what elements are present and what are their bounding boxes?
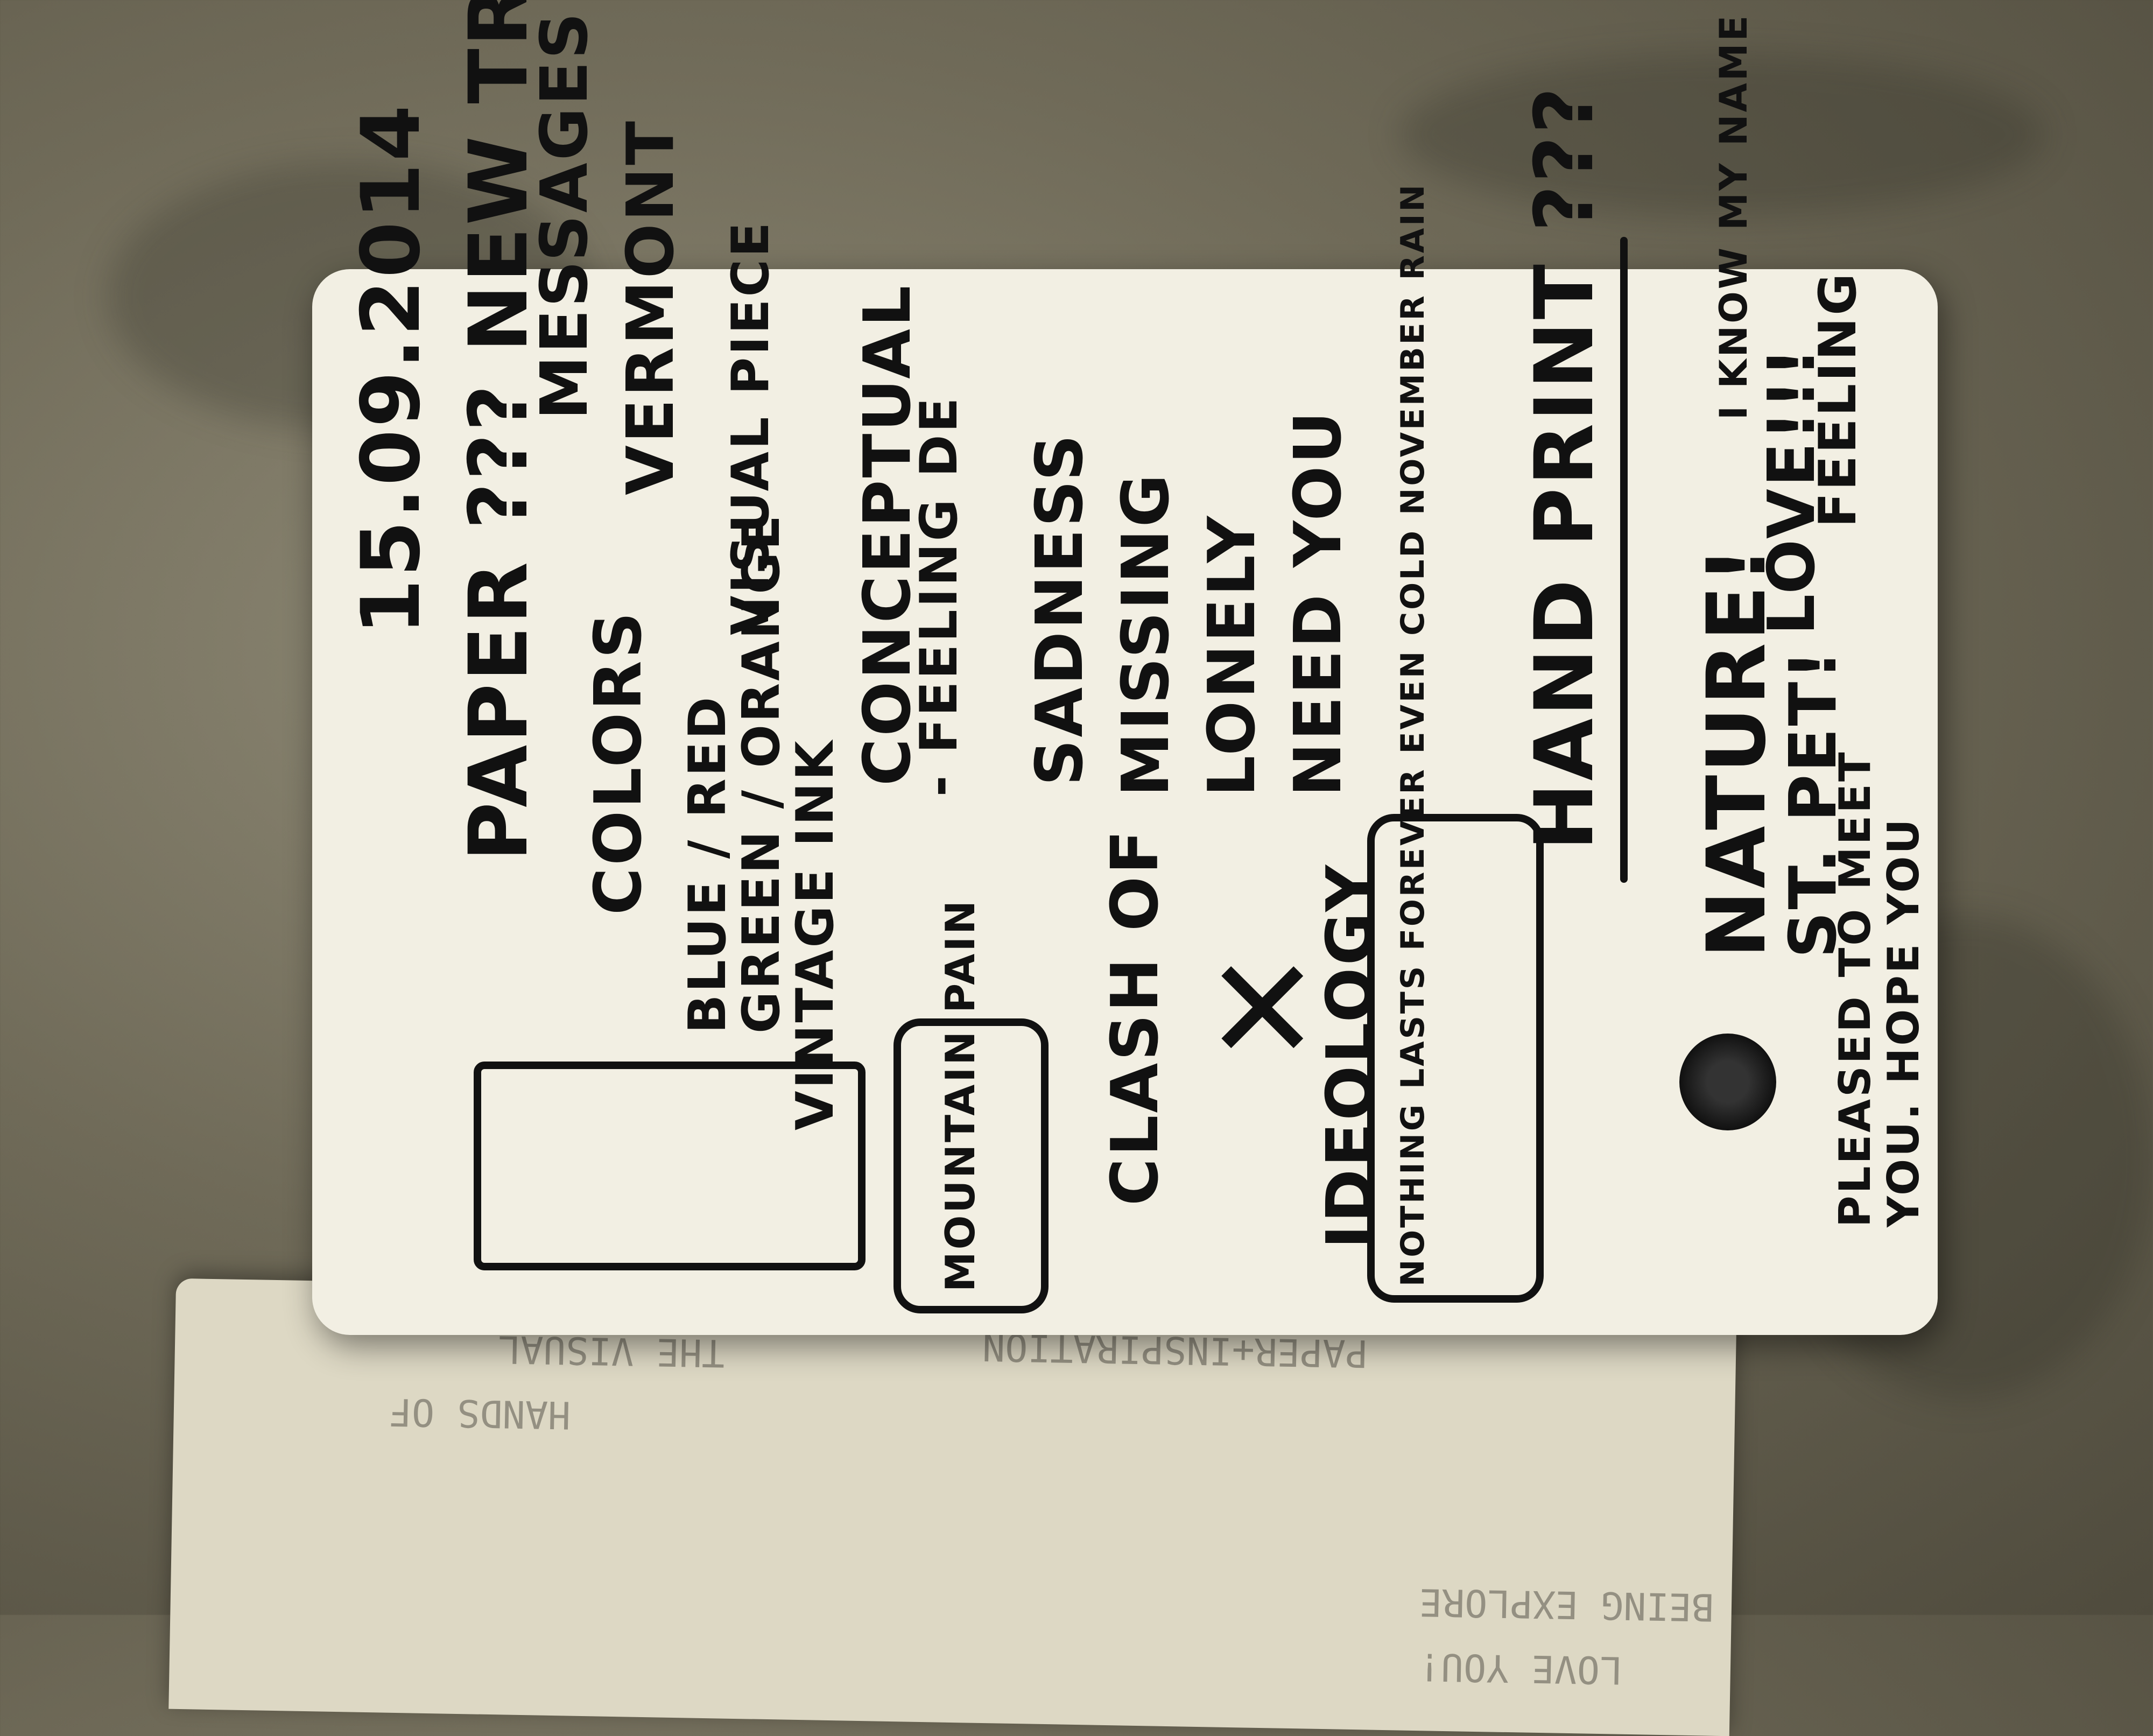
vermont-label: VERMONT bbox=[614, 119, 688, 495]
nothing-lasts: NOTHING LASTS FOREVER EVEN COLD NOVEMBER… bbox=[1394, 182, 1432, 1287]
facing-line: BEING EXPLORE bbox=[1419, 1580, 1715, 1629]
signoff: I KNOW MY NAME bbox=[1712, 13, 1756, 420]
date-text: 15.09.2014 bbox=[344, 103, 438, 635]
facing-line: LOVE YOU! bbox=[1418, 1644, 1623, 1692]
facing-page: BEING EXPLORE LOVE YOU! PAPER+INSPIRATIO… bbox=[168, 1278, 1737, 1736]
clash-of: CLASH OF bbox=[1098, 827, 1173, 1206]
hope: YOU. HOPE YOU bbox=[1878, 817, 1929, 1227]
sadness: SADNESS bbox=[1023, 432, 1097, 786]
lonely: LONELY bbox=[1195, 514, 1270, 797]
feeling-line: - FEELING DE bbox=[910, 395, 969, 797]
box-note: MOUNTAIN PAIN bbox=[937, 898, 984, 1292]
notebook-page: 15.09.2014 PAPER ??? NEW TRY MESSAGES CO… bbox=[312, 0, 1938, 1335]
facing-line: HANDS OF bbox=[389, 1389, 571, 1437]
handwriting-layer: 15.09.2014 PAPER ??? NEW TRY MESSAGES CO… bbox=[312, 0, 1938, 1335]
feeling: FEELING bbox=[1809, 271, 1868, 528]
need-you: NEED YOU bbox=[1281, 409, 1356, 797]
hand-print: HAND PRINT ??? bbox=[1518, 85, 1612, 851]
cloth-fold bbox=[1399, 54, 2045, 215]
color-option: VINTAGE INK bbox=[786, 739, 845, 1130]
missing: MISSING bbox=[1109, 472, 1184, 797]
color-option: BLUE / RED bbox=[678, 694, 737, 1034]
visual-piece: VISUAL PIECE bbox=[721, 220, 780, 635]
message-line: MESSAGES bbox=[527, 10, 602, 420]
colors-label: COLORS bbox=[581, 609, 656, 915]
pleased: PLEASED TO MEET bbox=[1830, 750, 1880, 1227]
scribble-circle-icon bbox=[1679, 1034, 1776, 1130]
dashed-divider bbox=[1620, 237, 1628, 883]
